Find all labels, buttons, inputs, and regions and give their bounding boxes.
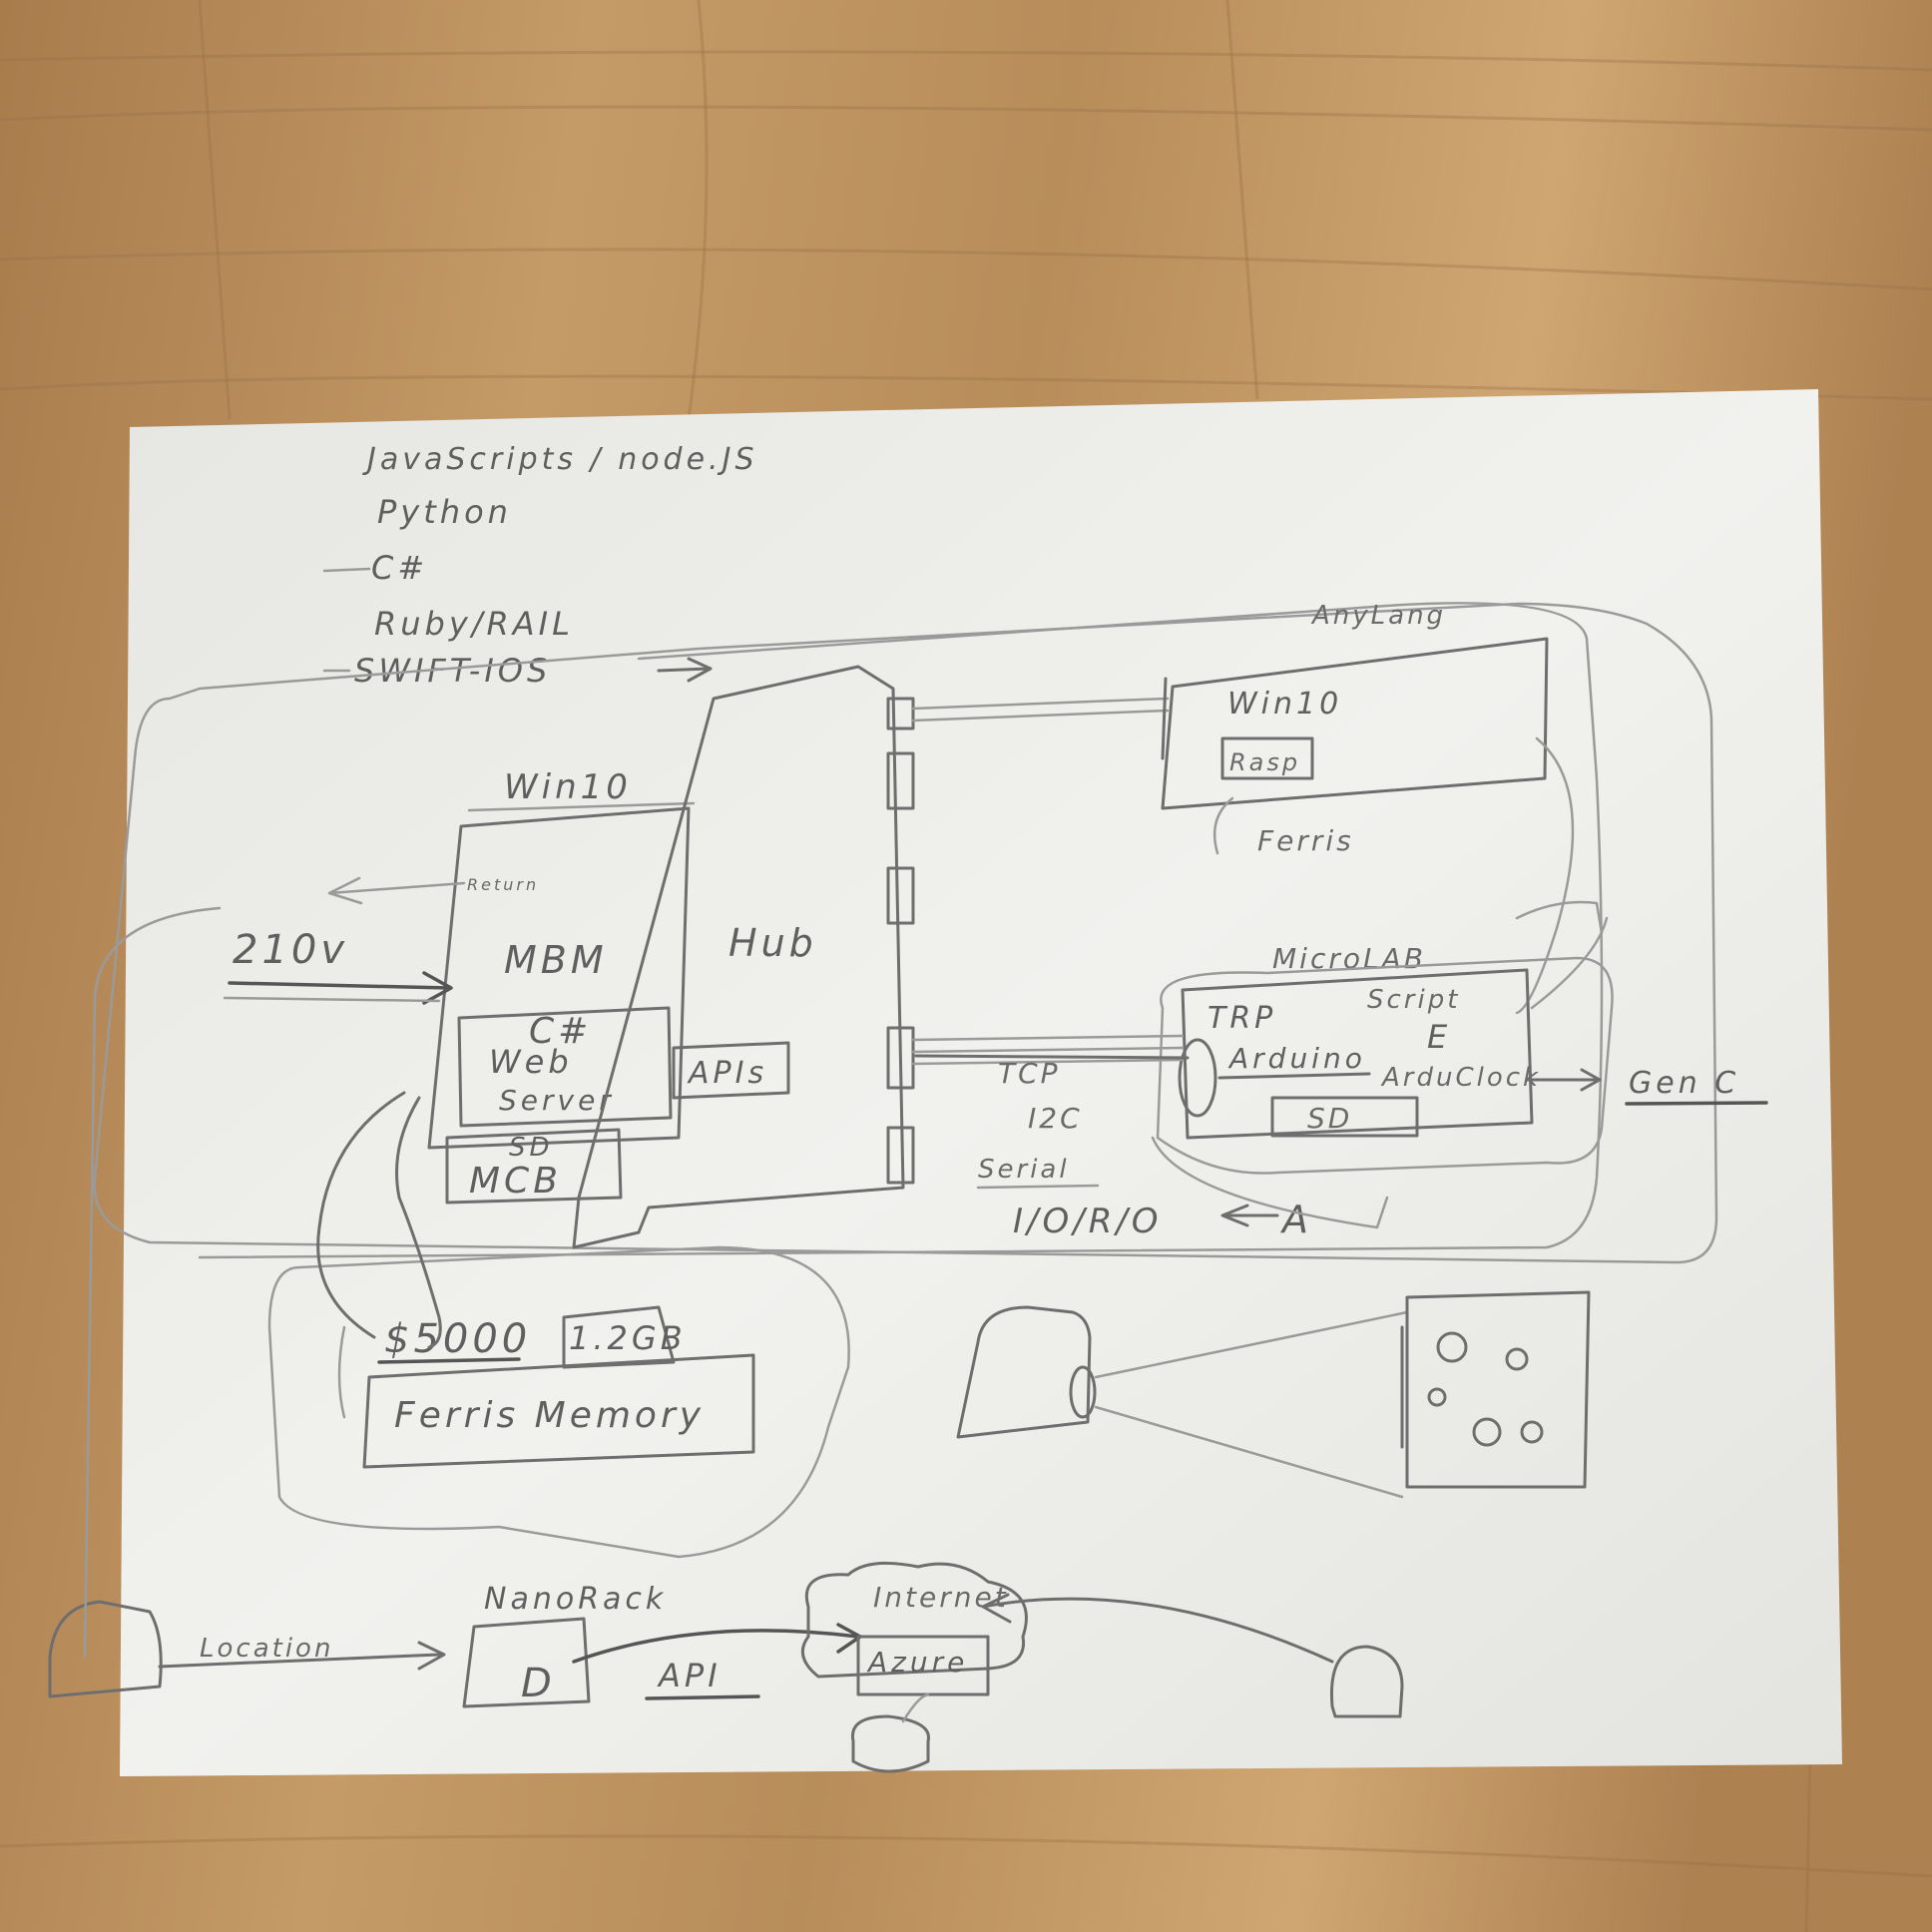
azure-box <box>856 1635 990 1696</box>
paper-sheet <box>120 389 1842 1776</box>
mbm-return: Return <box>467 875 539 894</box>
microlab-arduclock: ArduClock <box>1380 1063 1541 1093</box>
microlab-gen: Gen C <box>1629 1066 1739 1101</box>
protocol-note: A <box>1279 1198 1312 1241</box>
anylang-title: AnyLang <box>1310 601 1446 631</box>
mbm-server: Server <box>499 1084 615 1117</box>
microlab-arduino: Arduino <box>1227 1042 1366 1075</box>
language-item: C# <box>371 549 428 587</box>
memory-box <box>362 1353 755 1469</box>
bottom-nanorack: NanoRack <box>484 1582 667 1617</box>
right-device <box>1329 1645 1404 1718</box>
microlab-sd: SD <box>1307 1102 1352 1135</box>
bottom-d: D <box>521 1661 556 1706</box>
hub-label: Hub <box>728 921 817 965</box>
apis-box <box>672 1041 790 1100</box>
microlab-group: MicroLAB TRP Script E Arduino ArduClock … <box>1156 900 1768 1175</box>
board-box <box>1405 1290 1591 1489</box>
language-item: Ruby/RAIL <box>374 605 574 643</box>
mbm-box <box>427 806 691 1150</box>
mbm-sd: SD <box>509 1133 554 1163</box>
language-item: JavaScripts / node.JS <box>362 442 758 477</box>
language-item: SWIFT-IOS <box>354 652 551 690</box>
protocol-item: I/O/R/O <box>1013 1202 1163 1241</box>
language-item: Python <box>377 493 512 531</box>
bottom-location: Location <box>200 1634 333 1664</box>
languages-list: JavaScripts / node.JS Python C# Ruby/RAI… <box>322 442 758 690</box>
anylang-note: Ferris <box>1257 824 1354 857</box>
nanorack-box <box>462 1617 591 1708</box>
left-device <box>48 1600 163 1698</box>
hub-group: Hub <box>572 665 915 1249</box>
mbm-mcb: MCB <box>469 1161 562 1202</box>
microlab-box <box>1181 968 1534 1140</box>
internet-cloud <box>800 1561 1028 1679</box>
power-arrow <box>228 971 453 1005</box>
anylang-board: Rasp <box>1229 748 1300 776</box>
database <box>850 1714 930 1773</box>
mbm-group: Win10 Return MBM 210v C# Web Server SD M… <box>223 767 790 1205</box>
protocol-item: TCP <box>998 1057 1061 1090</box>
microlab-trp: TRP <box>1208 1001 1276 1036</box>
mbm-os: Win10 <box>504 767 632 807</box>
rasp-box <box>1220 736 1314 780</box>
device-sketch <box>956 1290 1591 1499</box>
anylang-box <box>1161 637 1549 810</box>
microlab-script: Script <box>1367 985 1460 1015</box>
hub-box <box>572 665 905 1249</box>
anylang-os: Win10 <box>1227 687 1342 722</box>
anylang-group: AnyLang Win10 Rasp Ferris <box>911 601 1575 1015</box>
budget-memory-size: 1.2GB <box>569 1319 687 1357</box>
camera-shape <box>956 1305 1092 1439</box>
bottom-row: Location NanoRack D API Internet Azure <box>48 906 1404 1773</box>
budget-group: $5000 1.2GB Ferris Memory <box>267 1091 850 1559</box>
protocol-item: Serial <box>978 1155 1070 1185</box>
mbm-title: MBM <box>504 938 608 982</box>
budget-memory-label: Ferris Memory <box>394 1395 705 1436</box>
microlab-e: E <box>1427 1018 1451 1056</box>
mbm-apis: APIs <box>687 1056 767 1091</box>
mbm-web: Web <box>489 1043 573 1081</box>
microlab-sd-box <box>1270 1096 1419 1138</box>
mbm-lang: C# <box>529 1011 592 1052</box>
memory-box-tab <box>562 1305 676 1369</box>
budget-price: $5000 <box>384 1316 531 1362</box>
system-boundary <box>93 602 1718 1264</box>
webserver-box <box>457 1006 673 1128</box>
protocol-item: I2C <box>1028 1102 1083 1135</box>
mcb-box <box>445 1128 623 1205</box>
bottom-api: API <box>657 1657 722 1694</box>
power-label: 210v <box>233 927 348 973</box>
bottom-azure: Azure <box>866 1646 968 1679</box>
hub-ports <box>886 697 915 1185</box>
outer-boundary <box>198 602 1604 1259</box>
protocol-group: TCP I2C Serial I/O/R/O A <box>911 1034 1389 1241</box>
